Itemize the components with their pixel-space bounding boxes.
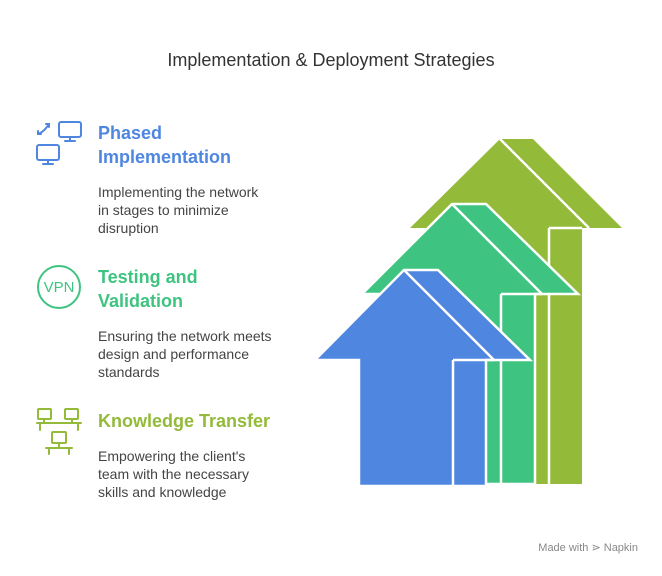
computer-transfer-icon bbox=[36, 121, 82, 165]
description-line: Ensuring the network meets bbox=[98, 328, 272, 344]
arrow-blue bbox=[312, 268, 534, 488]
heading-line: Phased bbox=[98, 123, 163, 143]
description-line: in stages to minimize bbox=[98, 202, 229, 218]
heading-phased-implementation: Phased Implementation bbox=[98, 121, 231, 169]
description-testing-validation: Ensuring the network meets design and pe… bbox=[98, 327, 298, 381]
heading-testing-validation: Testing and Validation bbox=[98, 265, 198, 313]
heading-line: Knowledge Transfer bbox=[98, 411, 271, 431]
network-computers-icon bbox=[36, 408, 82, 455]
description-phased-implementation: Implementing the network in stages to mi… bbox=[98, 183, 298, 237]
description-line: disruption bbox=[98, 220, 159, 236]
description-line: team with the necessary bbox=[98, 466, 249, 482]
heading-line: Validation bbox=[98, 291, 184, 311]
description-line: design and performance bbox=[98, 346, 249, 362]
description-line: Implementing the network bbox=[98, 184, 259, 200]
heading-line: Implementation bbox=[98, 147, 232, 167]
napkin-watermark: Made with ⋗ Napkin bbox=[538, 542, 638, 554]
description-line: Empowering the client's bbox=[98, 448, 246, 464]
description-line: standards bbox=[98, 364, 160, 380]
vpn-icon-text: VPN bbox=[43, 278, 75, 296]
heading-line: Testing and bbox=[98, 267, 198, 287]
description-line: skills and knowledge bbox=[98, 484, 227, 500]
description-knowledge-transfer: Empowering the client's team with the ne… bbox=[98, 447, 298, 501]
heading-knowledge-transfer: Knowledge Transfer bbox=[98, 409, 270, 433]
vpn-icon: VPN bbox=[37, 265, 81, 309]
diagram-title: Implementation & Deployment Strategies bbox=[167, 50, 495, 70]
